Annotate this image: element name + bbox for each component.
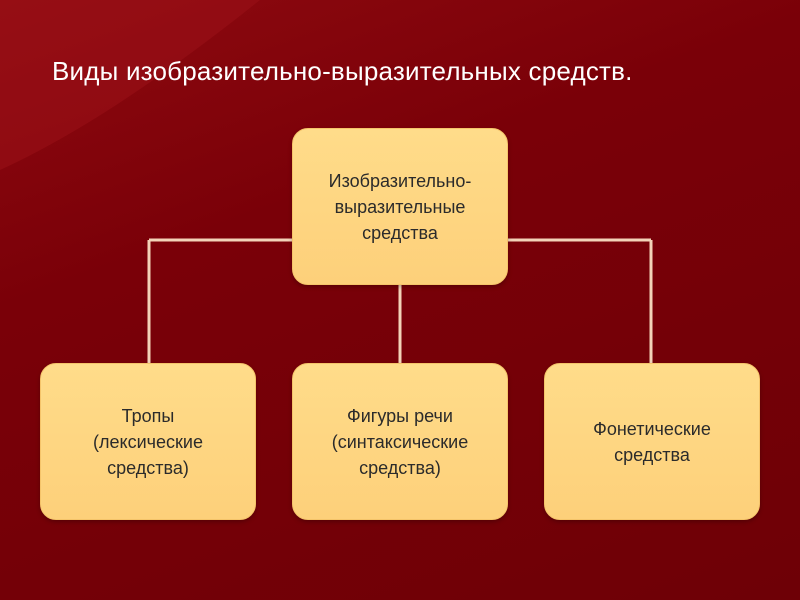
node-phonetic: Фонетические средства xyxy=(544,363,760,520)
node-root: Изобразительно- выразительные средства xyxy=(292,128,508,285)
slide-title: Виды изобразительно-выразительных средст… xyxy=(52,56,633,86)
node-figures-of-speech: Фигуры речи (синтаксические средства) xyxy=(292,363,508,520)
node-tropes: Тропы (лексические средства) xyxy=(40,363,256,520)
node-figures-of-speech-label: Фигуры речи (синтаксические средства) xyxy=(331,405,469,478)
node-phonetic-label: Фонетические средства xyxy=(593,418,711,465)
node-tropes-label: Тропы (лексические средства) xyxy=(93,405,203,478)
node-root-label: Изобразительно- выразительные средства xyxy=(328,170,472,243)
